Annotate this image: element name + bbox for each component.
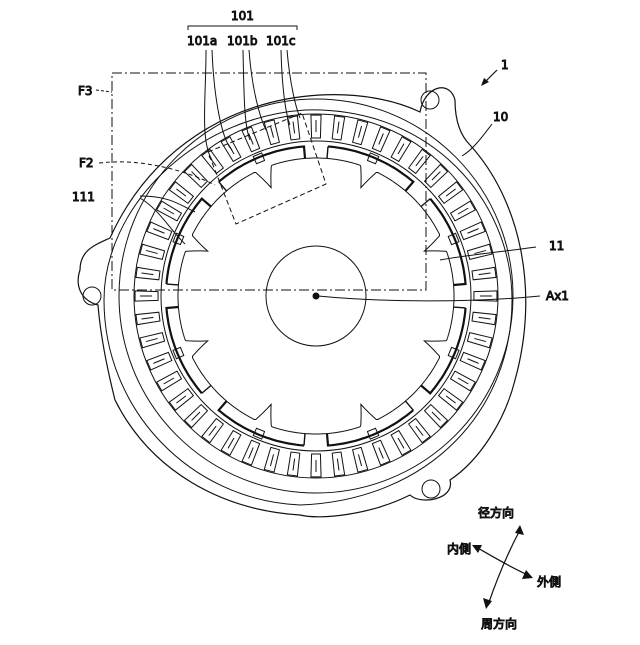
slot-tooth-line: [293, 459, 295, 471]
slot-tooth-line: [479, 273, 491, 275]
label-inner-side: 内側: [447, 542, 471, 556]
mounting-hole-bottom-right: [422, 480, 440, 498]
label-outer-side: 外側: [537, 575, 561, 589]
coil-segment: [327, 410, 413, 445]
coil-segment-end: [304, 434, 305, 446]
slot-tooth-line: [358, 454, 361, 466]
slot-tooth-line: [192, 412, 200, 420]
slot-tooth-line: [398, 144, 404, 154]
leader-101a-1: [205, 50, 213, 160]
slot-tooth-line: [192, 172, 200, 180]
slot-tooth-line: [468, 229, 479, 234]
slot-tooth-line: [164, 208, 174, 214]
label-circumferential-direction: 周方向: [481, 616, 517, 631]
label-111: 111: [72, 190, 95, 204]
slot-tooth-line: [337, 122, 339, 134]
slot-tooth-line: [293, 122, 295, 134]
slot-tooth-line: [446, 396, 456, 403]
slot-tooth-line: [474, 338, 486, 341]
slot-tooth-line: [146, 338, 158, 341]
leader-101c-2: [287, 50, 300, 118]
coil-segment-end: [166, 284, 178, 285]
slot-tooth-line: [270, 126, 273, 138]
label-11: 11: [549, 239, 564, 253]
coil-segment: [167, 307, 202, 393]
label-f3: F3: [78, 84, 93, 98]
slot-tooth-line: [416, 426, 423, 436]
f3-leader: [96, 90, 112, 92]
slot-tooth-line: [379, 133, 384, 144]
label-ax1: Ax1: [546, 289, 569, 303]
coil-segment: [430, 199, 465, 285]
slot-tooth-line: [474, 250, 486, 253]
slot-tooth-line: [153, 229, 164, 234]
slot-tooth-line: [458, 208, 468, 214]
slot-tooth-line: [176, 189, 186, 196]
leader-ax1: [318, 296, 540, 301]
f2-leader: [99, 162, 215, 185]
slot-tooth-line: [358, 126, 361, 138]
slot-tooth-line: [398, 438, 404, 448]
slot-tooth-line: [164, 378, 174, 384]
slot-tooth-line: [249, 448, 254, 459]
label-radial-direction: 径方向: [478, 505, 514, 520]
coil-segment-end: [327, 146, 328, 158]
slot-tooth-line: [142, 273, 154, 275]
housing-outline: [78, 88, 526, 517]
label-10: 10: [493, 110, 508, 124]
slot-tooth-line: [446, 189, 456, 196]
direction-legend: [472, 525, 533, 609]
slot-tooth-line: [337, 459, 339, 471]
leader-101c-1: [281, 50, 290, 125]
coil-segment: [219, 147, 305, 182]
slot-tooth-line: [146, 250, 158, 253]
slot-tooth-line: [432, 172, 440, 180]
leader-10: [462, 124, 492, 156]
detail-frame-f3: [112, 73, 426, 290]
coil-segment-end: [405, 401, 413, 410]
slot-tooth-line: [468, 359, 479, 364]
label-f2: F2: [79, 156, 94, 170]
coil-segment-end: [202, 385, 211, 393]
slot-tooth-line: [142, 317, 154, 319]
slot-tooth-line: [209, 426, 216, 436]
label-figure-number: 1: [501, 58, 509, 72]
slot-tooth-line: [479, 317, 491, 319]
slot-tooth-line: [270, 454, 273, 466]
slot-tooth-line: [379, 448, 384, 459]
slot-tooth-line: [416, 156, 423, 166]
slot-tooth-line: [176, 396, 186, 403]
label-101c: 101c: [266, 34, 296, 48]
label-101: 101: [231, 9, 254, 23]
label-101b: 101b: [227, 34, 258, 48]
slot-tooth-line: [153, 359, 164, 364]
coil-segment-end: [454, 307, 466, 308]
slot-tooth-line: [458, 378, 468, 384]
slot-tooth-line: [432, 412, 440, 420]
slot-tooth-line: [228, 438, 234, 448]
label-101a: 101a: [187, 34, 217, 48]
brace-101: [188, 26, 297, 30]
